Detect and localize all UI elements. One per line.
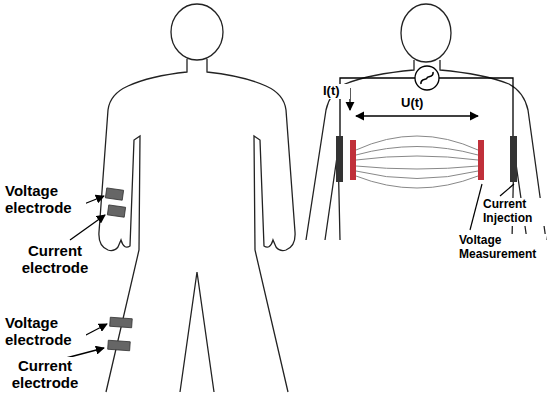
torso-outline	[306, 4, 546, 240]
current-field-lines	[356, 136, 478, 188]
electrode-pads	[105, 188, 132, 351]
part-label: Current Injection	[482, 198, 546, 226]
part-label: Voltage Measurement	[458, 234, 546, 262]
electrode-label: Current electrode	[14, 242, 96, 277]
electrode-label: Voltage electrode	[4, 314, 86, 349]
electrode-label: Voltage electrode	[4, 182, 86, 217]
signal-label: U(t)	[400, 96, 432, 111]
electrode-bars	[336, 136, 517, 182]
circuit-wires	[340, 66, 513, 136]
electrode-label: Current electrode	[4, 357, 86, 392]
signal-label: I(t)	[322, 84, 350, 99]
human-outline	[99, 4, 295, 392]
